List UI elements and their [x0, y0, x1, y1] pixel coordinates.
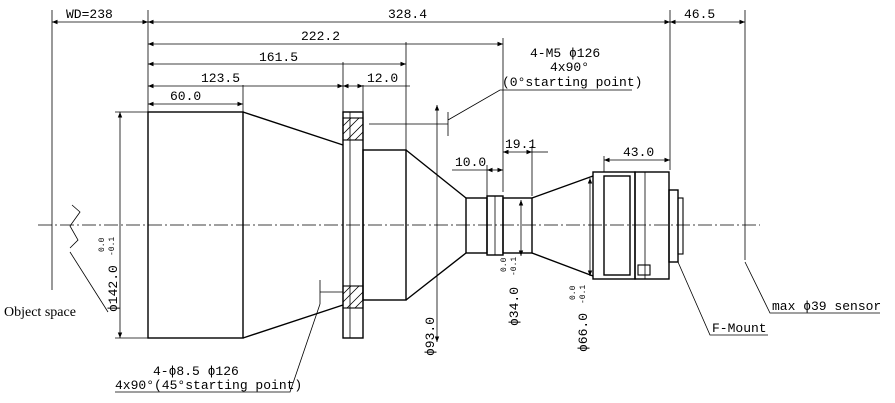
tol-66-lower: -0.1 — [579, 285, 588, 304]
tol-34-lower: -0.1 — [510, 257, 519, 276]
expander-cone — [531, 175, 594, 277]
front-cone — [242, 111, 344, 339]
leader-object-space — [69, 251, 109, 313]
label-dia-66: ϕ66.0 — [576, 313, 591, 352]
leader-m5 — [369, 89, 632, 136]
centerline-break-symbol — [69, 204, 81, 249]
label-60: 60.0 — [170, 89, 201, 104]
rear-cone — [405, 149, 467, 301]
label-43: 43.0 — [623, 145, 654, 160]
callout-hole-line1: 4-ϕ8.5 ϕ126 — [153, 364, 239, 379]
waist-tube — [465, 197, 488, 254]
label-wd: WD=238 — [66, 7, 113, 22]
label-123: 123.5 — [201, 71, 240, 86]
label-dia-142: ϕ142.0 — [106, 265, 121, 312]
flange-hole-top — [342, 117, 364, 141]
leader-sensor — [744, 261, 880, 314]
label-12: 12.0 — [367, 71, 398, 86]
rear-barrel — [592, 171, 636, 280]
tol-34-upper: 0.0 — [500, 257, 509, 272]
callout-m5-line2: 4x90° — [550, 60, 589, 75]
leader-hole — [115, 280, 343, 393]
label-19: 19.1 — [505, 137, 536, 152]
mid-housing — [362, 149, 407, 301]
tol-142-lower: -0.1 — [108, 237, 117, 256]
label-object-space: Object space — [4, 305, 76, 320]
callout-hole-line2: 4x90°(45°starting point) — [115, 378, 302, 393]
label-f-mount: F-Mount — [712, 321, 767, 336]
lock-screw — [637, 264, 651, 276]
front-barrel — [147, 111, 244, 339]
tol-66-upper: 0.0 — [569, 285, 578, 300]
label-total-length: 328.4 — [388, 7, 427, 22]
label-161: 161.5 — [259, 50, 298, 65]
label-dia-34: ϕ34.0 — [507, 287, 522, 326]
callout-m5-line1: 4-M5 ϕ126 — [530, 46, 600, 61]
f-mount-bayonet — [668, 189, 679, 263]
label-mount-offset: 46.5 — [684, 7, 715, 22]
lock-ring — [634, 171, 670, 280]
f-mount-tab — [677, 197, 684, 255]
flange-hole-bottom — [342, 285, 364, 309]
waist-rear — [502, 197, 533, 254]
tol-142-upper: 0.0 — [98, 237, 107, 252]
focus-ring — [603, 175, 631, 276]
label-222: 222.2 — [301, 29, 340, 44]
label-dia-93: ϕ93.0 — [423, 317, 438, 356]
label-10: 10.0 — [455, 155, 486, 170]
label-sensor: max ϕ39 sensor — [772, 299, 881, 314]
leader-f-mount — [677, 261, 768, 336]
callout-m5-line3: (0°starting point) — [502, 75, 642, 90]
